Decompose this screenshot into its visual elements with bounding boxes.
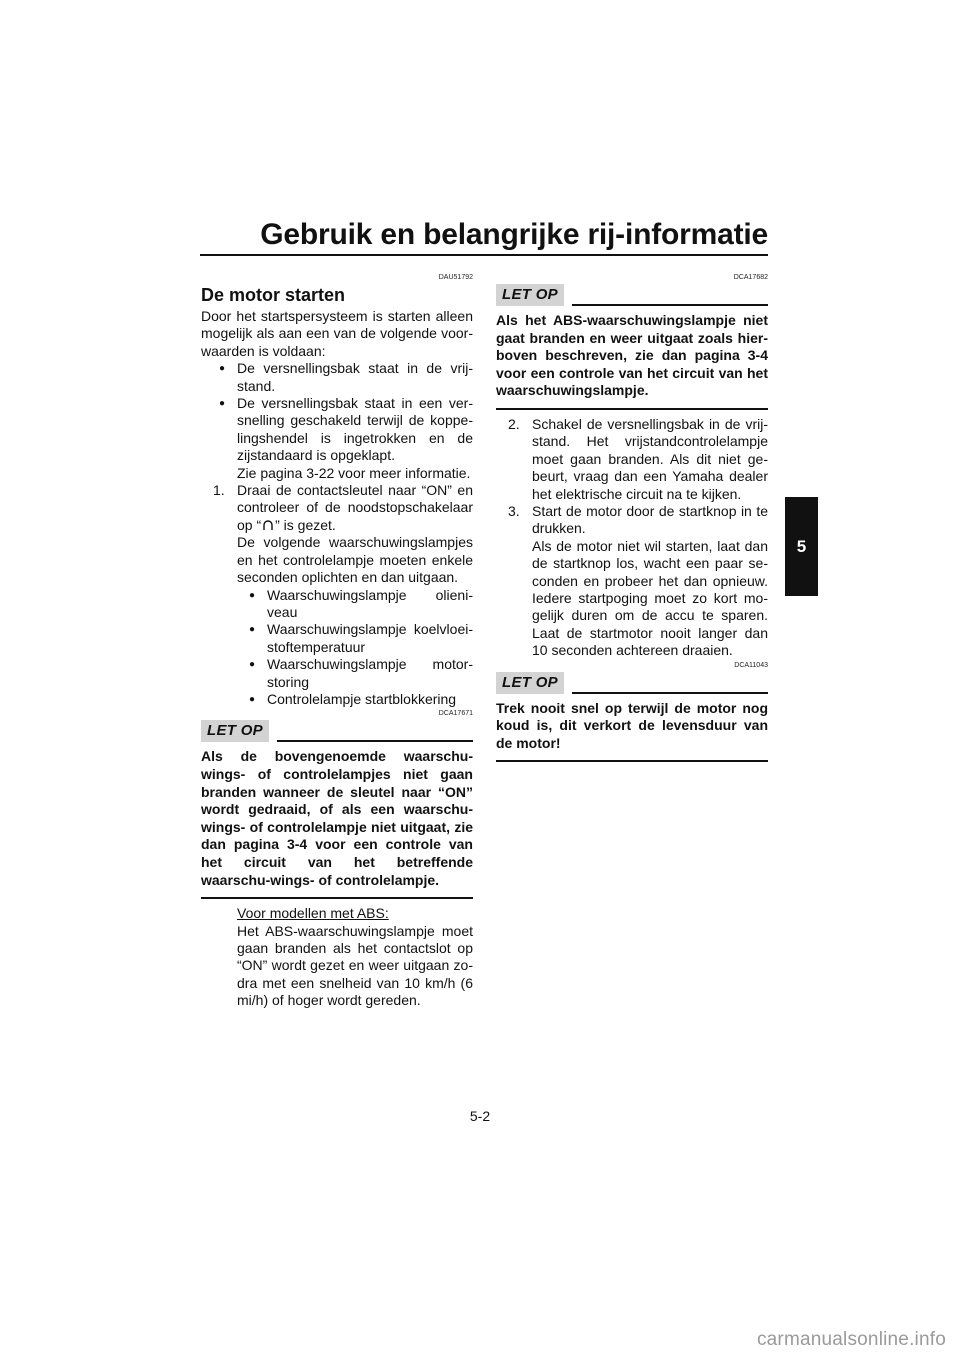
caution-rule bbox=[571, 691, 768, 694]
caution-end-rule bbox=[496, 760, 768, 763]
caution-label: LET OP bbox=[201, 720, 269, 743]
caution-end-rule bbox=[496, 407, 768, 410]
caution-rule bbox=[571, 304, 768, 306]
step-number: 1. bbox=[213, 482, 225, 499]
step-number: 3. bbox=[508, 503, 520, 519]
step-3-detail: Als de motor niet wil starten, laat dan … bbox=[532, 537, 768, 659]
right-column: DCA17682 LET OP Als het ABS-waarschuwing… bbox=[496, 272, 768, 768]
step-number: 2. bbox=[508, 415, 520, 432]
list-item: Waarschuwingslampje koelvloei-stoftemper… bbox=[201, 621, 473, 656]
caution-code: DCA17682 bbox=[733, 274, 768, 281]
caution-header: LET OP bbox=[496, 671, 768, 694]
step-1: 1. Draai de contactsleutel naar “ON” en c… bbox=[201, 482, 473, 534]
caution-text: Als het ABS-waarschuwingslampje niet gaa… bbox=[496, 312, 768, 399]
caution-code: DCA17671 bbox=[438, 710, 473, 718]
section-heading: De motor starten bbox=[201, 285, 346, 305]
page-title: Gebruik en belangrijke rij-informatie bbox=[260, 218, 768, 251]
caution-code: DCA11043 bbox=[734, 661, 768, 669]
step-1-detail: De volgende waarschuwingslampjes en het … bbox=[237, 534, 473, 586]
caution-text: Trek nooit snel op terwijl de motor nog … bbox=[496, 699, 768, 751]
step-2-text: Schakel de versnellingsbak in de vrij-st… bbox=[532, 415, 768, 502]
step-3-text: Start de motor door de startknop in te d… bbox=[532, 503, 768, 537]
step-3: 3. Start de motor door de startknop in te… bbox=[496, 503, 768, 538]
list-item: De versnellingsbak staat in een ver-snel… bbox=[201, 395, 473, 465]
step-1-text-end: ” is gezet. bbox=[275, 516, 336, 533]
step-1-text: Draai de contactsleutel naar “ON” en con… bbox=[237, 482, 473, 533]
step-2: 2. Schakel de versnellingsbak in de vrij-… bbox=[496, 416, 768, 503]
caution-end-rule bbox=[201, 897, 473, 900]
list-item: Controlelampje startblokkering bbox=[201, 691, 473, 709]
caution-label: LET OP bbox=[496, 284, 564, 306]
list-item: Waarschuwingslampje olieni-veau bbox=[201, 587, 473, 622]
list-item: Waarschuwingslampje motor-storing bbox=[201, 656, 473, 691]
abs-paragraph: Het ABS-waarschuwingslampje moet gaan br… bbox=[237, 922, 473, 1009]
caution-label: LET OP bbox=[496, 671, 564, 694]
chapter-tab: 5 bbox=[785, 497, 818, 596]
engine-run-switch-icon bbox=[263, 520, 273, 530]
page-number: 5-2 bbox=[469, 1108, 491, 1124]
watermark: carmanualsonline.info bbox=[756, 1329, 946, 1350]
abs-heading: Voor modellen met ABS: bbox=[237, 905, 389, 922]
section-code: DAU51792 bbox=[438, 274, 473, 281]
intro-paragraph: Door het startspersysteem is starten all… bbox=[201, 308, 473, 359]
caution-header: LET OP bbox=[496, 284, 768, 306]
list-item: De versnellingsbak staat in de vrij-stan… bbox=[201, 360, 473, 395]
caution-text: Als de bovengenoemde waarschu-wings- of … bbox=[201, 748, 473, 888]
see-page-note: Zie pagina 3-22 voor meer informatie. bbox=[237, 464, 471, 481]
left-column: DAU51792 De motor starten Door het start… bbox=[201, 272, 473, 1010]
caution-rule bbox=[276, 740, 473, 743]
header-rule bbox=[200, 254, 768, 256]
caution-header: LET OP bbox=[201, 720, 473, 743]
